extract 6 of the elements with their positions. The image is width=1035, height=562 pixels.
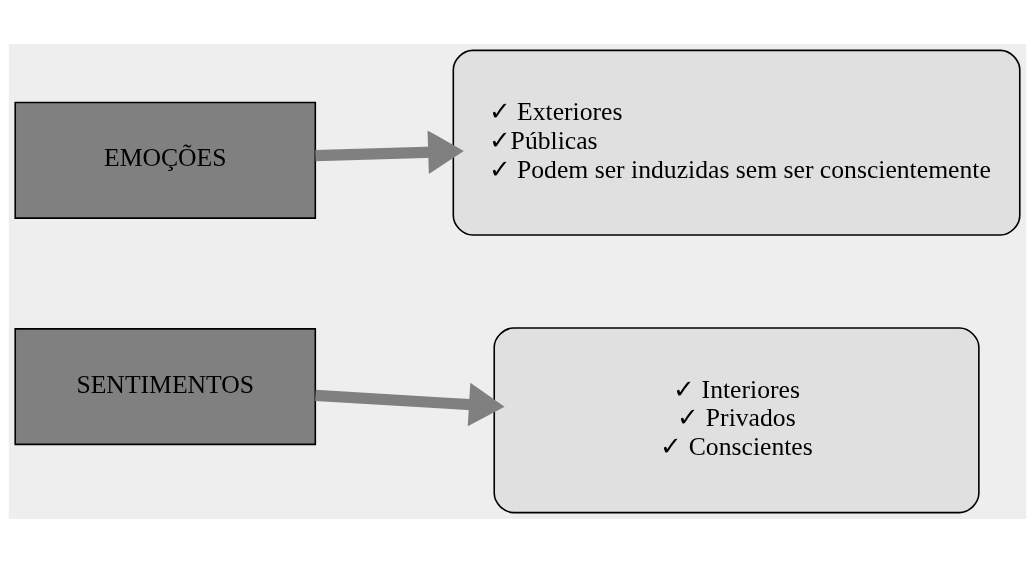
node-box: EMOÇÕES [14, 101, 317, 219]
node-box: SENTIMENTOS [14, 327, 317, 445]
node-box: ✓ Exteriores ✓Públicas ✓ Podem ser induzidas sem ser conscientemente [452, 49, 1021, 236]
node-box: ✓ Interiores ✓ Privados ✓ Conscientes [493, 326, 980, 513]
arrow [315, 382, 505, 426]
arrow [315, 129, 464, 174]
